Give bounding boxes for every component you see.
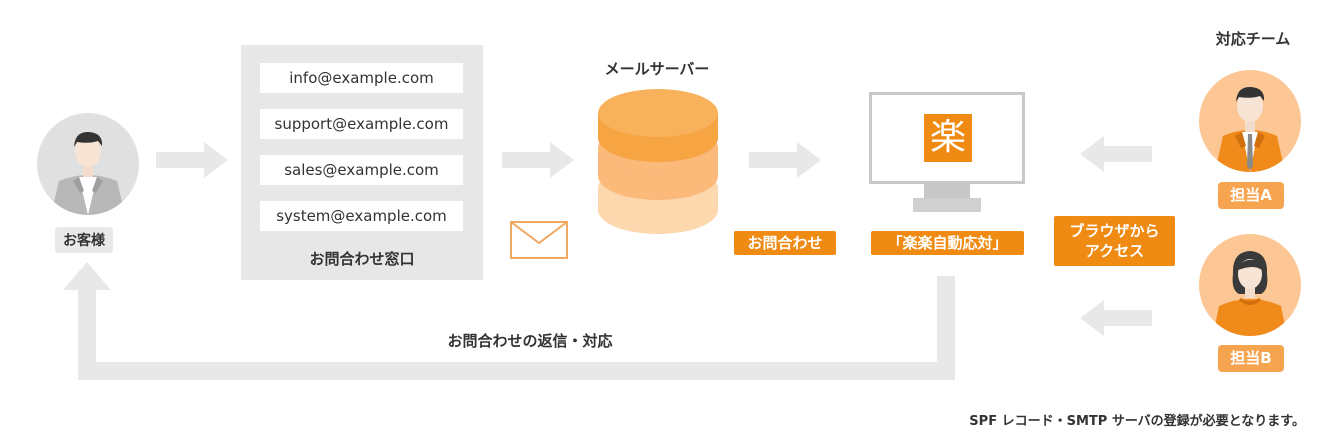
browser-access-line2: アクセス — [1084, 242, 1145, 260]
app-logo: 楽 — [924, 114, 972, 162]
email-address: info@example.com — [260, 63, 463, 93]
arrow-customer-to-inbox — [156, 142, 228, 178]
staff-a-avatar — [1199, 70, 1301, 172]
customer-avatar — [37, 113, 139, 215]
database-icon — [598, 89, 718, 234]
app-label: 「楽楽自動応対」 — [871, 231, 1024, 255]
customer-label: お客様 — [55, 227, 113, 253]
arrow-server-to-app — [749, 142, 821, 178]
app-logo-char: 楽 — [929, 117, 966, 158]
inquiry-tag: お問合わせ — [734, 231, 836, 255]
mail-server-label: メールサーバー — [604, 60, 710, 78]
envelope-icon — [510, 221, 568, 259]
arrow-staff-a-to-app — [1080, 136, 1152, 172]
email-address: support@example.com — [260, 109, 463, 139]
browser-access-tag: ブラウザから アクセス — [1054, 216, 1175, 266]
inbox-label: お問合わせ窓口 — [309, 250, 415, 268]
staff-b-label: 担当B — [1218, 345, 1284, 372]
team-title: 対応チーム — [1215, 30, 1291, 48]
email-address: sales@example.com — [260, 155, 463, 185]
arrow-inbox-to-server — [502, 142, 574, 178]
staff-a-label: 担当A — [1218, 182, 1284, 209]
staff-b-avatar — [1199, 234, 1301, 336]
reply-label: お問合わせの返信・対応 — [447, 332, 613, 350]
arrow-staff-b-to-app — [1080, 300, 1152, 336]
email-address: system@example.com — [260, 201, 463, 231]
footnote: SPF レコード・SMTP サーバの登録が必要となります。 — [969, 414, 1305, 429]
inquiry-inbox-panel: info@example.com support@example.com sal… — [241, 45, 483, 280]
browser-access-line1: ブラウザから — [1069, 222, 1160, 240]
